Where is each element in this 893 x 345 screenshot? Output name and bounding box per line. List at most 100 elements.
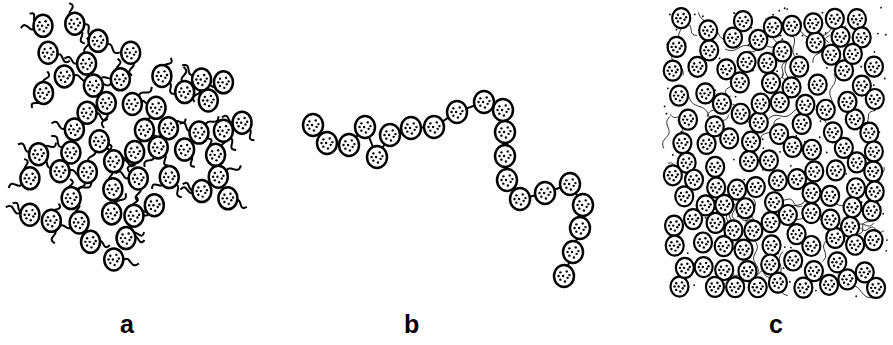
particle	[29, 143, 48, 165]
particle	[807, 33, 825, 53]
matrix-dot	[796, 53, 798, 55]
particle	[696, 83, 714, 103]
particle	[218, 187, 237, 209]
particle	[844, 197, 862, 217]
particle	[826, 228, 844, 248]
particle	[805, 161, 823, 181]
particle	[717, 59, 735, 79]
matrix-dot	[735, 96, 737, 98]
particle	[160, 166, 179, 188]
particle	[734, 11, 752, 31]
matrix-dot	[702, 15, 704, 17]
particle	[672, 8, 690, 28]
particle	[771, 92, 789, 112]
matrix-dot	[772, 14, 774, 16]
particle	[788, 224, 806, 244]
particle	[824, 122, 842, 142]
matrix-dot	[885, 250, 887, 252]
particle	[303, 114, 323, 136]
particle	[706, 116, 724, 136]
panel-label: c	[769, 312, 783, 337]
chain-tail	[663, 116, 670, 148]
matrix-dot	[676, 29, 678, 31]
particle	[740, 151, 758, 171]
particle	[670, 86, 688, 106]
particle	[380, 124, 400, 146]
particle	[706, 157, 724, 177]
particle	[820, 275, 838, 295]
particle	[495, 145, 515, 167]
matrix-dot	[882, 213, 884, 215]
particle	[495, 121, 515, 143]
matrix-dot	[763, 147, 765, 149]
matrix-dot	[826, 67, 828, 69]
particle	[804, 13, 822, 33]
particle	[62, 187, 81, 209]
matrix-dot	[789, 281, 791, 283]
particle	[554, 265, 574, 287]
matrix-dot	[687, 252, 689, 254]
particle	[570, 217, 590, 239]
particle	[694, 232, 712, 252]
matrix-dot	[790, 247, 792, 249]
particle	[209, 166, 228, 188]
particle	[665, 216, 683, 236]
particle	[838, 269, 856, 289]
particle	[866, 89, 884, 109]
particle	[664, 165, 682, 185]
particle	[42, 210, 61, 232]
particle	[666, 236, 684, 256]
particle	[826, 9, 844, 29]
particle	[664, 61, 682, 81]
particle	[865, 141, 883, 161]
particle	[206, 144, 225, 166]
particle	[123, 93, 142, 115]
particle	[738, 52, 756, 72]
particle	[848, 9, 866, 29]
particle	[867, 278, 885, 298]
matrix-dot	[719, 58, 721, 60]
particle	[121, 42, 140, 64]
particle	[65, 13, 84, 35]
particle	[846, 235, 864, 255]
chain-b	[303, 91, 593, 287]
particle	[769, 273, 787, 293]
particle	[685, 170, 703, 190]
particle	[152, 65, 171, 87]
particle	[497, 169, 517, 191]
particle	[783, 16, 801, 36]
matrix-dot	[815, 290, 817, 292]
particle	[97, 92, 116, 114]
matrix-dot	[762, 138, 764, 140]
particle	[424, 116, 444, 138]
chain-tail	[732, 104, 749, 127]
particle	[102, 202, 121, 224]
matrix-dot	[822, 12, 824, 14]
particle	[735, 240, 753, 260]
particle	[765, 192, 783, 212]
chain-tail	[698, 12, 727, 40]
particle	[864, 161, 882, 181]
particle	[764, 17, 782, 37]
particle	[401, 117, 421, 139]
particle	[865, 57, 883, 77]
matrix-dot	[860, 66, 862, 68]
particle	[673, 133, 691, 153]
matrix-dot	[778, 10, 780, 12]
particle	[339, 134, 359, 156]
particle	[838, 92, 856, 112]
particle	[668, 37, 686, 57]
particle	[493, 99, 513, 121]
particle	[50, 160, 69, 182]
particle	[760, 150, 778, 170]
particle	[189, 122, 208, 144]
matrix-dot	[669, 14, 671, 16]
particle	[233, 112, 252, 134]
particle	[70, 212, 89, 234]
matrix-dot	[825, 32, 827, 34]
matrix-dot	[783, 267, 785, 269]
particle	[750, 112, 768, 132]
particle	[147, 97, 166, 119]
matrix-dot	[781, 38, 783, 40]
